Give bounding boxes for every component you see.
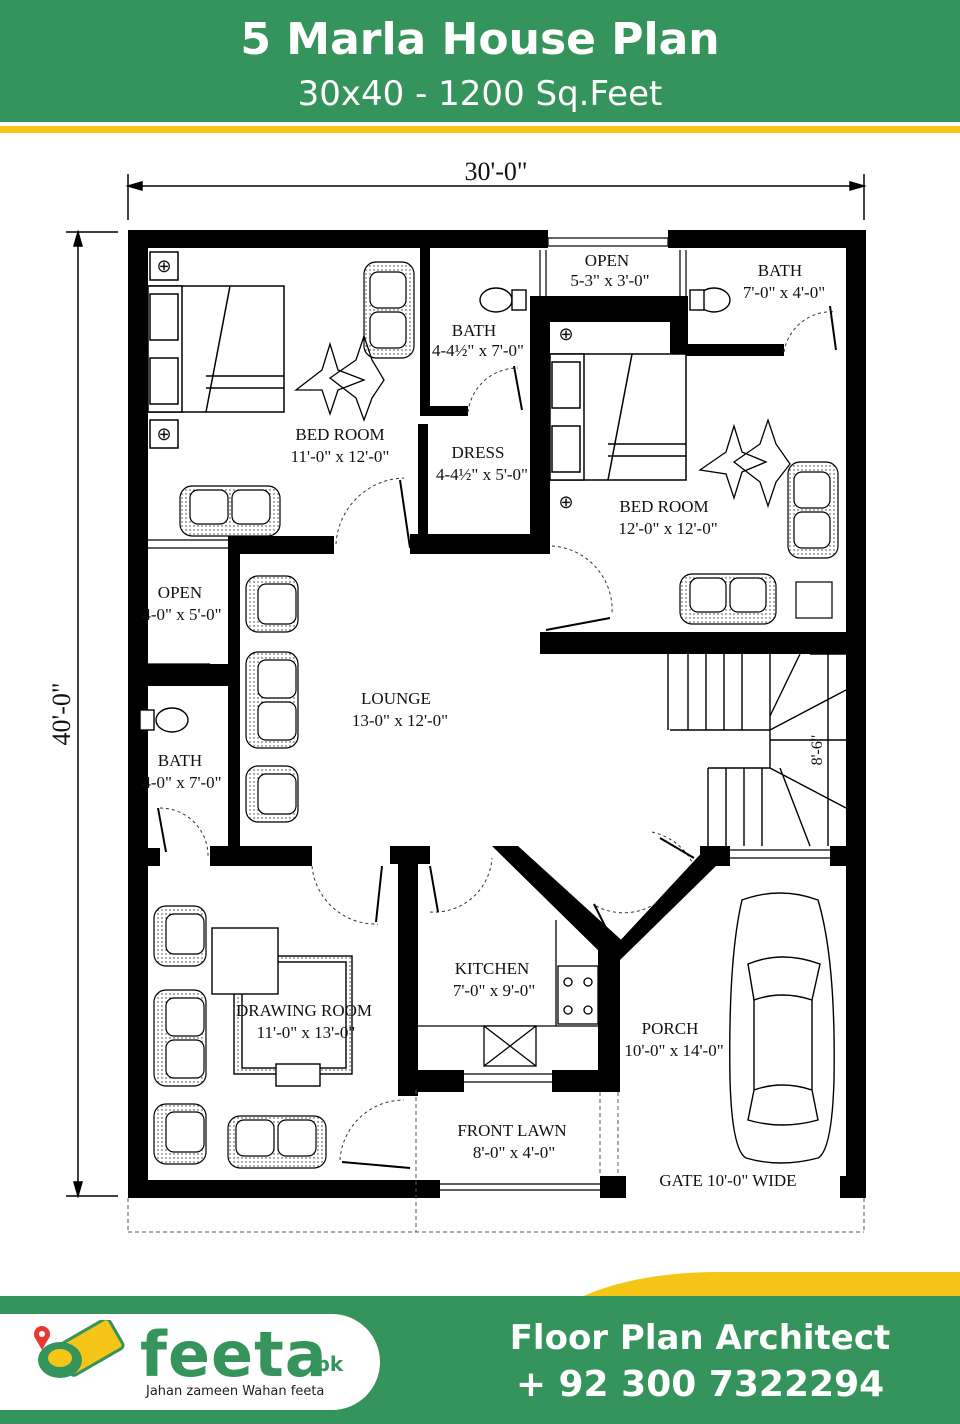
stair-dimension: 8'-6" — [809, 735, 826, 766]
contact-phone[interactable]: + 92 300 7322294 — [515, 1364, 885, 1405]
drawing-room-furniture — [211, 927, 353, 1087]
brand-suffix: .pk — [308, 1352, 344, 1376]
brand-name: feeta — [140, 1318, 328, 1391]
room-size: 12'-0" x 12'-0" — [618, 519, 717, 538]
decor-stars — [294, 333, 791, 509]
room-name: DRESS — [452, 443, 505, 462]
toilets — [139, 287, 731, 733]
car-icon — [729, 892, 835, 1164]
room-name: KITCHEN — [455, 959, 530, 978]
room-size: 4-4½" x 5'-0" — [436, 465, 528, 484]
interior-walls — [138, 230, 866, 1096]
room-size: 5-3" x 3'-0" — [570, 271, 649, 290]
gate-label: GATE 10'-0" WIDE — [659, 1171, 796, 1190]
room-name: BED ROOM — [295, 425, 384, 444]
door-swings — [159, 311, 837, 1161]
svg-text:⊕: ⊕ — [558, 492, 573, 512]
room-size: 4-4½" x 7'-0" — [432, 341, 524, 360]
page-subtitle: 30x40 - 1200 Sq.Feet — [297, 74, 663, 114]
bed-2: ⊕ ⊕ — [549, 324, 687, 512]
room-size: 7'-0" x 4'-0" — [743, 283, 825, 302]
room-size: 11'-0" x 12'-0" — [291, 447, 390, 466]
room-size: 13-0" x 12'-0" — [352, 711, 448, 730]
room-size: 4-0" x 7'-0" — [142, 773, 221, 792]
room-name: BATH — [758, 261, 802, 280]
room-name: FRONT LAWN — [457, 1121, 566, 1140]
staircase — [667, 653, 847, 847]
page-title: 5 Marla House Plan — [240, 14, 720, 65]
room-name: BATH — [452, 321, 496, 340]
room-name: OPEN — [585, 251, 629, 270]
room-size: 4-0" x 5'-0" — [142, 605, 221, 624]
feeta-logo-icon — [34, 1320, 125, 1378]
sofas — [153, 261, 839, 1169]
outer-walls — [128, 230, 866, 1198]
room-size: 7'-0" x 9'-0" — [453, 981, 535, 1000]
header-stripe — [0, 126, 960, 133]
room-name: BED ROOM — [619, 497, 708, 516]
door-leaves — [157, 305, 837, 1169]
room-size: 8'-0" x 4'-0" — [473, 1143, 555, 1162]
windows — [148, 237, 830, 1191]
width-label: 30'-0" — [465, 157, 528, 186]
floor-plan: 30'-0" 40'-0" — [47, 157, 867, 1233]
room-name: PORCH — [642, 1019, 699, 1038]
bed-1: ⊕ ⊕ — [147, 251, 285, 449]
room-name: DRAWING ROOM — [236, 1001, 372, 1020]
header-banner: 5 Marla House Plan 30x40 - 1200 Sq.Feet — [0, 0, 960, 122]
dimension-width — [125, 174, 867, 220]
room-name: OPEN — [158, 583, 202, 602]
svg-text:⊕: ⊕ — [156, 256, 171, 276]
brand-tagline: Jahan zameen Wahan feeta — [146, 1384, 325, 1399]
room-size: 10'-0" x 14'-0" — [624, 1041, 723, 1060]
room-size: 11'-0" x 13'-0" — [257, 1023, 356, 1042]
contact-title: Floor Plan Architect — [509, 1318, 891, 1358]
boundary-dashed — [127, 1090, 865, 1233]
dimension-height — [66, 229, 118, 1199]
height-label: 40'-0" — [47, 683, 76, 746]
room-name: LOUNGE — [361, 689, 431, 708]
svg-text:⊕: ⊕ — [156, 424, 171, 444]
room-name: BATH — [158, 751, 202, 770]
room-labels: BED ROOM 11'-0" x 12'-0" BATH 4-4½" x 7'… — [142, 251, 825, 1190]
kitchen-fixtures — [418, 920, 600, 1067]
svg-text:⊕: ⊕ — [558, 324, 573, 344]
